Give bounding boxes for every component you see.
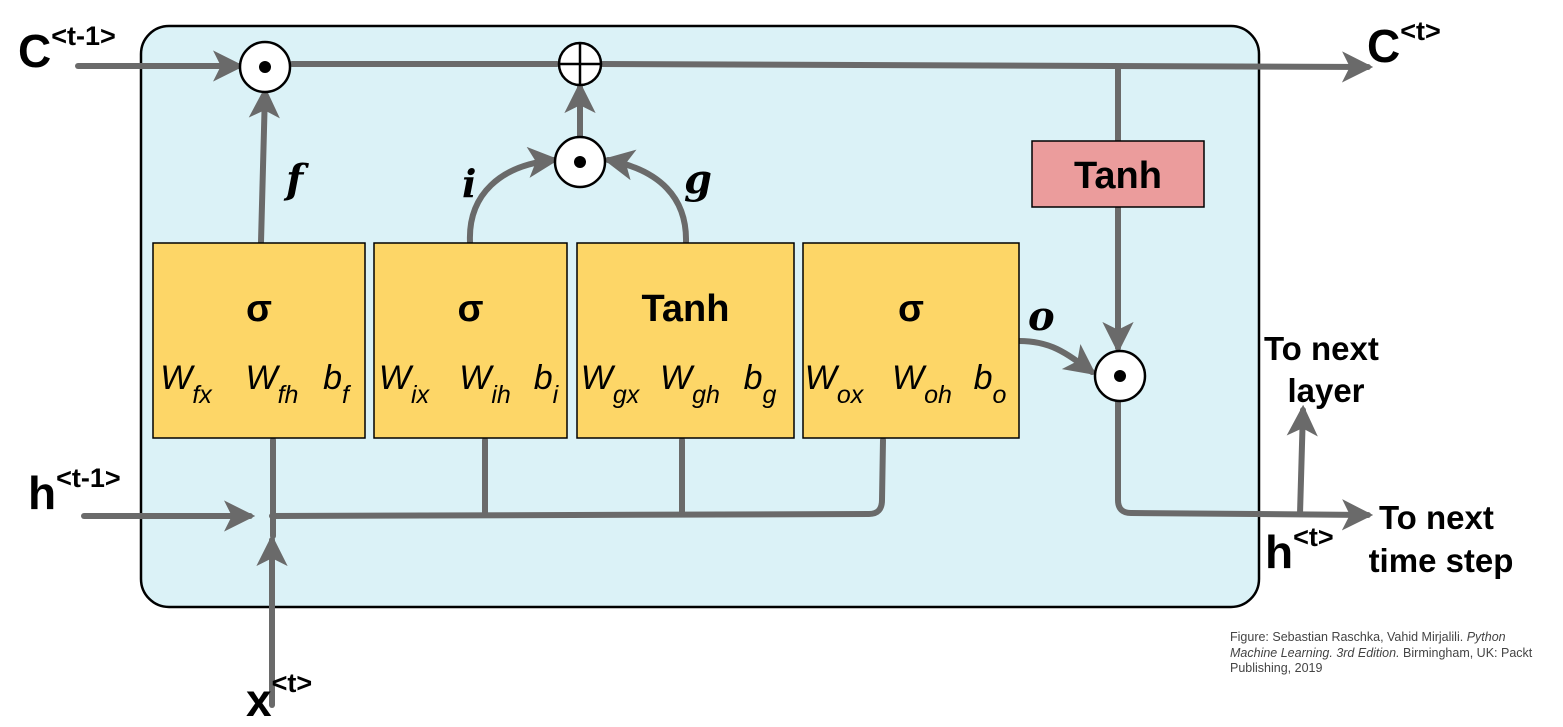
gate-input-function: σ — [458, 288, 484, 330]
c-prev-label: C<t-1> — [18, 21, 116, 77]
gate-output-param: Woh — [892, 359, 952, 409]
gate-forget-param: bf — [323, 359, 352, 409]
c-t-label: C<t> — [1367, 16, 1441, 72]
gate-input-box — [373, 242, 568, 439]
gate-candidate-param: bg — [744, 359, 777, 409]
credit-suffix: Birmingham, UK: Packt Publishing, 2019 — [1230, 645, 1533, 676]
next-layer-arrow — [1286, 404, 1318, 517]
signal-g-label: g — [684, 156, 712, 203]
gate-output-param: bo — [974, 359, 1007, 409]
input-bus-line — [269, 437, 886, 519]
gate-output-function: σ — [898, 288, 924, 330]
credit-prefix: Figure: Sebastian Raschka, Vahid Mirjali… — [1230, 630, 1464, 644]
figure-credit: Figure: Sebastian Raschka, Vahid Mirjali… — [1230, 630, 1555, 677]
input-gate-arrow — [466, 146, 560, 245]
credit-title: Python Machine Learning. 3rd Edition. — [1230, 630, 1506, 660]
next-layer-label: To next layer — [1264, 330, 1388, 409]
gate-input-param: Wix — [379, 359, 431, 409]
cell-state-out-arrow — [599, 51, 1374, 83]
gate-candidate-function: Tanh — [642, 288, 730, 330]
connection-lines — [75, 50, 1374, 708]
gate-output-param: Wox — [805, 359, 865, 409]
gate-forget-param: Wfx — [160, 359, 213, 409]
gate-candidate-param: Wgh — [660, 359, 720, 409]
gate-input-param: bi — [534, 359, 560, 409]
gate-output-box — [802, 242, 1020, 439]
cell-add-op — [557, 41, 603, 87]
output-multiply-op — [1093, 349, 1147, 403]
hidden-state-out-arrow — [1115, 399, 1374, 531]
gate-forget-param: Wfh — [246, 359, 299, 409]
next-time-step-label: To next time step — [1369, 499, 1514, 579]
input-multiply-op — [553, 135, 607, 189]
forget-multiply-op — [238, 40, 292, 94]
gate-forget-function: σ — [246, 288, 272, 330]
gate-candidate-box — [576, 242, 795, 439]
signal-i-label: i — [462, 161, 476, 206]
forget-gate-arrow — [248, 86, 280, 245]
h-t-label: h<t> — [1265, 522, 1334, 578]
tanh-output-block — [1031, 140, 1205, 208]
h-prev-label: h<t-1> — [28, 463, 121, 519]
tanh-output-label: Tanh — [1074, 155, 1162, 197]
x-t-label: x<t> — [246, 668, 312, 726]
output-gate-arrow — [1016, 338, 1097, 376]
gate-forget-box — [152, 242, 366, 439]
gate-candidate-param: Wgx — [581, 359, 641, 409]
signal-o-label: o — [1028, 293, 1055, 340]
gate-input-param: Wih — [459, 359, 511, 409]
candidate-gate-arrow — [602, 149, 690, 245]
